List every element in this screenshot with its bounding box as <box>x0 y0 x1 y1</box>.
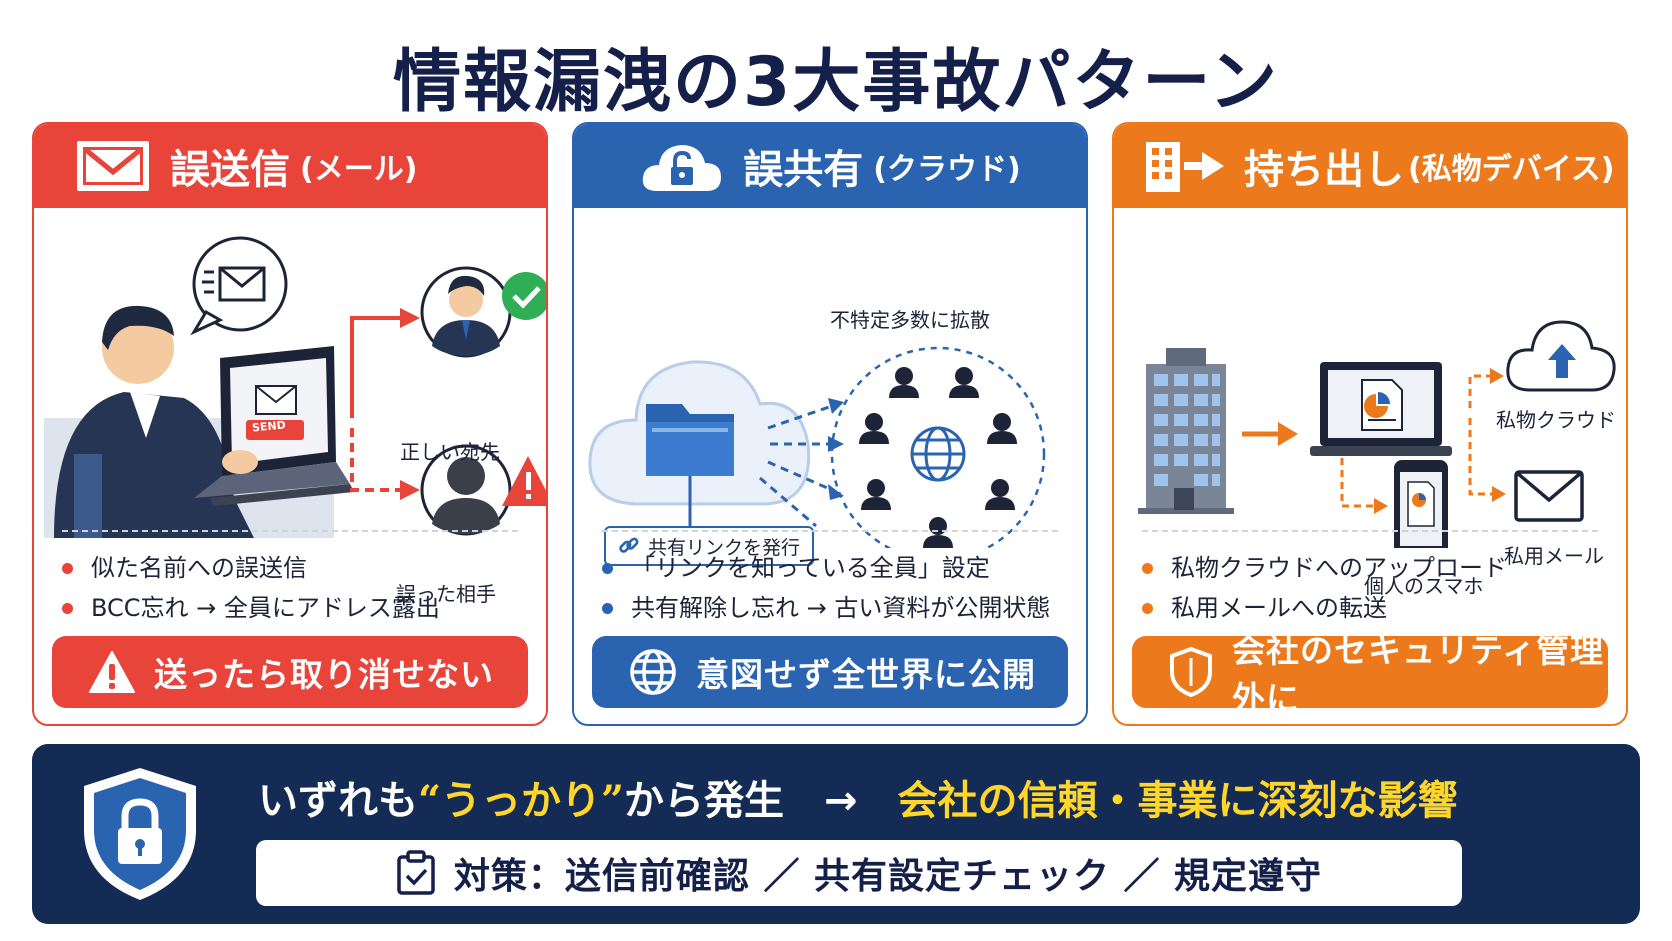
spread-arrows-icon <box>759 404 833 528</box>
laptop-icon <box>1310 362 1452 456</box>
panel-take-out: 持ち出し (私物デバイス) <box>1112 122 1628 726</box>
mis-send-illustration: SEND 正しい宛先 誤った相手 <box>34 208 546 606</box>
arrow-to-wrong-icon <box>350 428 420 500</box>
bullet-list: 「リンクを知っている全員」設定 共有解除し忘れ → 古い資料が公開状態 <box>602 548 1050 628</box>
panel-title: 持ち出し <box>1244 147 1404 193</box>
panel-mis-send: 誤送信 (メール) <box>32 122 548 726</box>
warning-icon <box>88 650 136 694</box>
countermeasure-box: 対策：送信前確認 ／ 共有設定チェック ／ 規定遵守 <box>256 840 1462 906</box>
bullet-list: 似た名前への誤送信 BCC忘れ → 全員にアドレス露出 <box>62 548 440 628</box>
page-title: 情報漏洩の3大事故パターン <box>393 43 1279 122</box>
take-out-illustration: 私物クラウド 個人のスマホ 私用メール <box>1114 208 1626 598</box>
wrong-recipient-label: 誤った相手 <box>396 582 496 606</box>
list-item: 私用メールへの転送 <box>1142 588 1507 628</box>
smartphone-icon <box>1394 460 1448 548</box>
panel-footer-text: 会社のセキュリティ管理外に <box>1232 631 1605 718</box>
laptop-icon <box>194 346 354 506</box>
share-link-label: 共有リンクを発行 <box>648 536 801 559</box>
check-icon <box>502 272 546 320</box>
cloud-folder-icon <box>588 360 811 506</box>
panel-footer: 意図せず全世界に公開 <box>592 636 1068 708</box>
private-mail-label: 私用メール <box>1504 544 1604 568</box>
mail-icon <box>1514 470 1584 522</box>
list-item: 私物クラウドへのアップロード <box>1142 548 1507 588</box>
globe-small-icon <box>910 426 966 482</box>
summary-headline: いずれも“うっかり”から発生 → 会社の信頼・事業に深刻な影響 <box>258 777 1458 824</box>
envelope-icon <box>74 138 152 194</box>
divider <box>602 530 1058 532</box>
panel-subtitle: (メール) <box>300 152 418 187</box>
panel-header: 誤共有 (クラウド) <box>574 124 1086 208</box>
list-item: 共有解除し忘れ → 古い資料が公開状態 <box>602 588 1050 628</box>
panel-mis-share: 誤共有 (クラウド) <box>572 122 1088 726</box>
arrow-to-laptop-icon <box>1242 422 1298 446</box>
link-icon <box>618 535 640 557</box>
mis-share-illustration: 不特定多数に拡散 共有リンクを発行 <box>574 208 1086 568</box>
spread-label: 不特定多数に拡散 <box>830 308 990 332</box>
panel-footer-text: 意図せず全世界に公開 <box>696 655 1036 694</box>
list-item: BCC忘れ → 全員にアドレス露出 <box>62 588 440 628</box>
panel-footer: 会社のセキュリティ管理外に <box>1132 631 1608 718</box>
office-building-icon <box>1138 348 1234 514</box>
panel-title: 誤共有 <box>743 147 864 193</box>
panel-footer-text: 送ったら取り消せない <box>154 655 494 694</box>
transfer-lines <box>1340 374 1494 508</box>
panel-title: 誤送信 <box>170 147 290 193</box>
globe-icon <box>628 647 678 697</box>
summary-banner: いずれも“うっかり”から発生 → 会社の信頼・事業に深刻な影響 対策：送信前確認… <box>32 744 1640 924</box>
divider <box>1142 530 1598 532</box>
clipboard-check-icon <box>396 850 436 896</box>
divider <box>62 530 518 532</box>
warning-small-icon <box>502 456 546 506</box>
private-cloud-label: 私物クラウド <box>1496 408 1616 432</box>
bullet-list: 私物クラウドへのアップロード 私用メールへの転送 <box>1142 548 1507 628</box>
speech-bubble-mail-icon <box>190 236 288 336</box>
cloud-lock-icon <box>639 137 725 195</box>
list-item: 「リンクを知っている全員」設定 <box>602 548 1050 588</box>
countermeasure-text: 対策：送信前確認 ／ 共有設定チェック ／ 規定遵守 <box>453 856 1323 897</box>
personal-phone-label: 個人のスマホ <box>1364 574 1484 598</box>
panel-header: 誤送信 (メール) <box>34 124 546 208</box>
wrong-recipient-icon <box>420 444 512 536</box>
panel-header: 持ち出し (私物デバイス) <box>1114 124 1626 208</box>
shield-icon <box>1168 646 1214 698</box>
shield-lock-icon <box>78 764 202 908</box>
cloud-upload-icon <box>1506 320 1616 392</box>
correct-recipient-label: 正しい宛先 <box>400 440 500 464</box>
panel-subtitle: (クラウド) <box>873 152 1021 187</box>
correct-recipient-icon <box>420 266 512 358</box>
list-item: 似た名前への誤送信 <box>62 548 440 588</box>
people-icons <box>859 367 1017 548</box>
panel-footer: 送ったら取り消せない <box>52 636 528 708</box>
share-link-badge: 共有リンクを発行 <box>604 526 815 566</box>
building-exit-icon <box>1144 138 1226 194</box>
arrow-to-correct-icon <box>350 308 420 418</box>
panel-subtitle: (私物デバイス) <box>1408 152 1615 187</box>
audience-circle <box>830 346 1046 548</box>
